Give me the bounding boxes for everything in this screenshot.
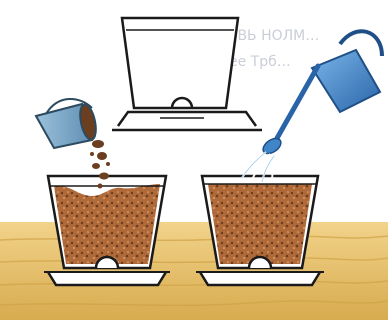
watering-can-icon — [260, 31, 382, 156]
pot-being-filled — [44, 176, 170, 285]
bucket-icon — [36, 99, 99, 148]
